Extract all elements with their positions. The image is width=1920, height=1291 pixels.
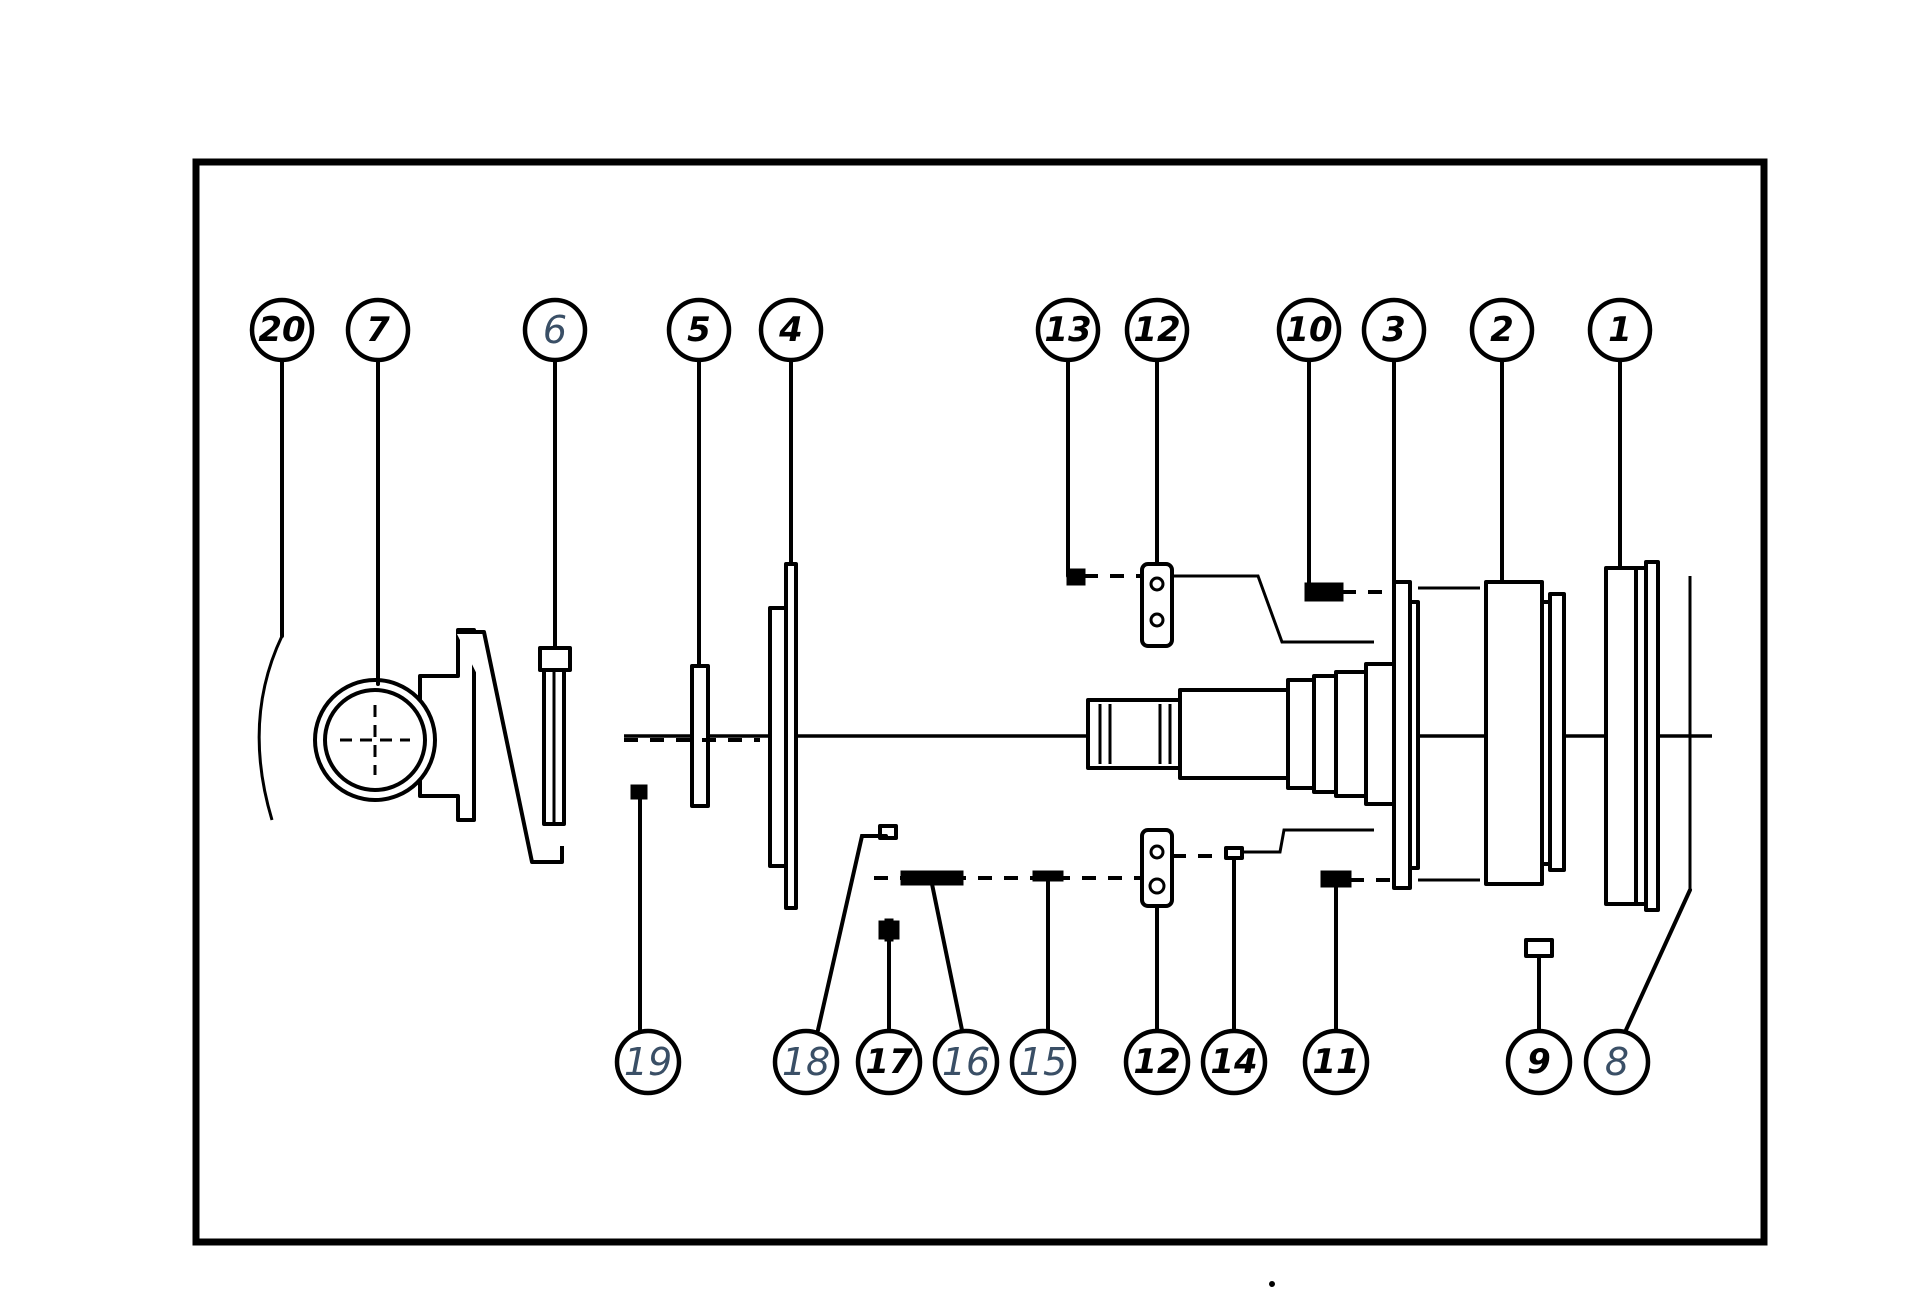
callout-label: 19 [624,1040,672,1084]
callout-6: 6 [522,297,588,363]
callout-13: 13 [1035,297,1101,363]
callout-10: 10 [1276,297,1342,363]
part-5-shaft [690,664,710,808]
leaders-top [280,356,1622,686]
callouts-top: 20 7 6 5 4 13 12 10 3 2 1 [249,297,1653,363]
callout-label: 7 [366,310,390,350]
callout-8: 8 [1583,1028,1651,1096]
part-1-disk [1604,560,1660,912]
part-7-housing [313,628,564,864]
part-10-screw [1304,582,1344,602]
callout-15: 15 [1009,1028,1077,1096]
part-2-hub [1484,580,1566,886]
callout-16: 16 [932,1028,1000,1096]
part-11-screw [1320,870,1352,888]
callout-17: 17 [855,1028,923,1096]
callout-label: 16 [942,1040,990,1084]
callout-label: 2 [1490,310,1514,350]
callout-label: 15 [1019,1040,1067,1084]
callout-5: 5 [666,297,732,363]
callout-label: 8 [1605,1040,1629,1084]
callout-label: 18 [782,1040,830,1084]
part-19-key [630,784,648,800]
callout-label: 13 [1044,310,1091,350]
callout-label: 1 [1608,310,1632,350]
part-4-disk [768,562,798,910]
part-12-plate-lower [1140,828,1174,908]
callout-label: 6 [543,308,567,352]
callout-label: 10 [1285,310,1332,350]
callout-label: 14 [1210,1042,1257,1082]
callout-3: 3 [1361,297,1427,363]
callout-label: 12 [1133,1042,1180,1082]
callout-12-bottom: 12 [1123,1028,1191,1096]
callout-7: 7 [345,297,411,363]
callout-18: 18 [772,1028,840,1096]
part-17-nut [878,918,900,942]
part-9-block [1524,938,1554,958]
callout-label: 20 [258,310,305,350]
part-3-flange [1392,580,1420,890]
main-shaft [1086,662,1396,806]
callout-label: 3 [1382,310,1406,350]
part-13-screw [1066,568,1086,586]
callout-label: 9 [1527,1042,1551,1082]
callout-9: 9 [1505,1028,1573,1096]
callout-label: 12 [1133,310,1180,350]
callout-20: 20 [249,297,315,363]
part-6-pin [538,646,572,826]
part-12-plate-upper [1140,562,1174,648]
callout-19: 19 [614,1028,682,1096]
callouts-bottom: 19 18 17 16 15 12 14 11 9 8 [614,1028,1651,1096]
callout-14: 14 [1200,1028,1268,1096]
diagram-frame [192,158,1768,1246]
callout-11: 11 [1302,1028,1370,1096]
leaders-bottom [638,796,1692,1032]
stray-dot [1269,1281,1275,1287]
callout-12-top: 12 [1124,297,1190,363]
callout-2: 2 [1469,297,1535,363]
callout-label: 5 [687,310,711,350]
callout-1: 1 [1587,297,1653,363]
callout-4: 4 [758,297,824,363]
callout-label: 11 [1312,1042,1359,1082]
assembly-lines [624,574,1480,882]
part-20-wire [257,635,284,821]
callout-label: 17 [865,1042,913,1082]
callout-label: 4 [778,310,803,350]
